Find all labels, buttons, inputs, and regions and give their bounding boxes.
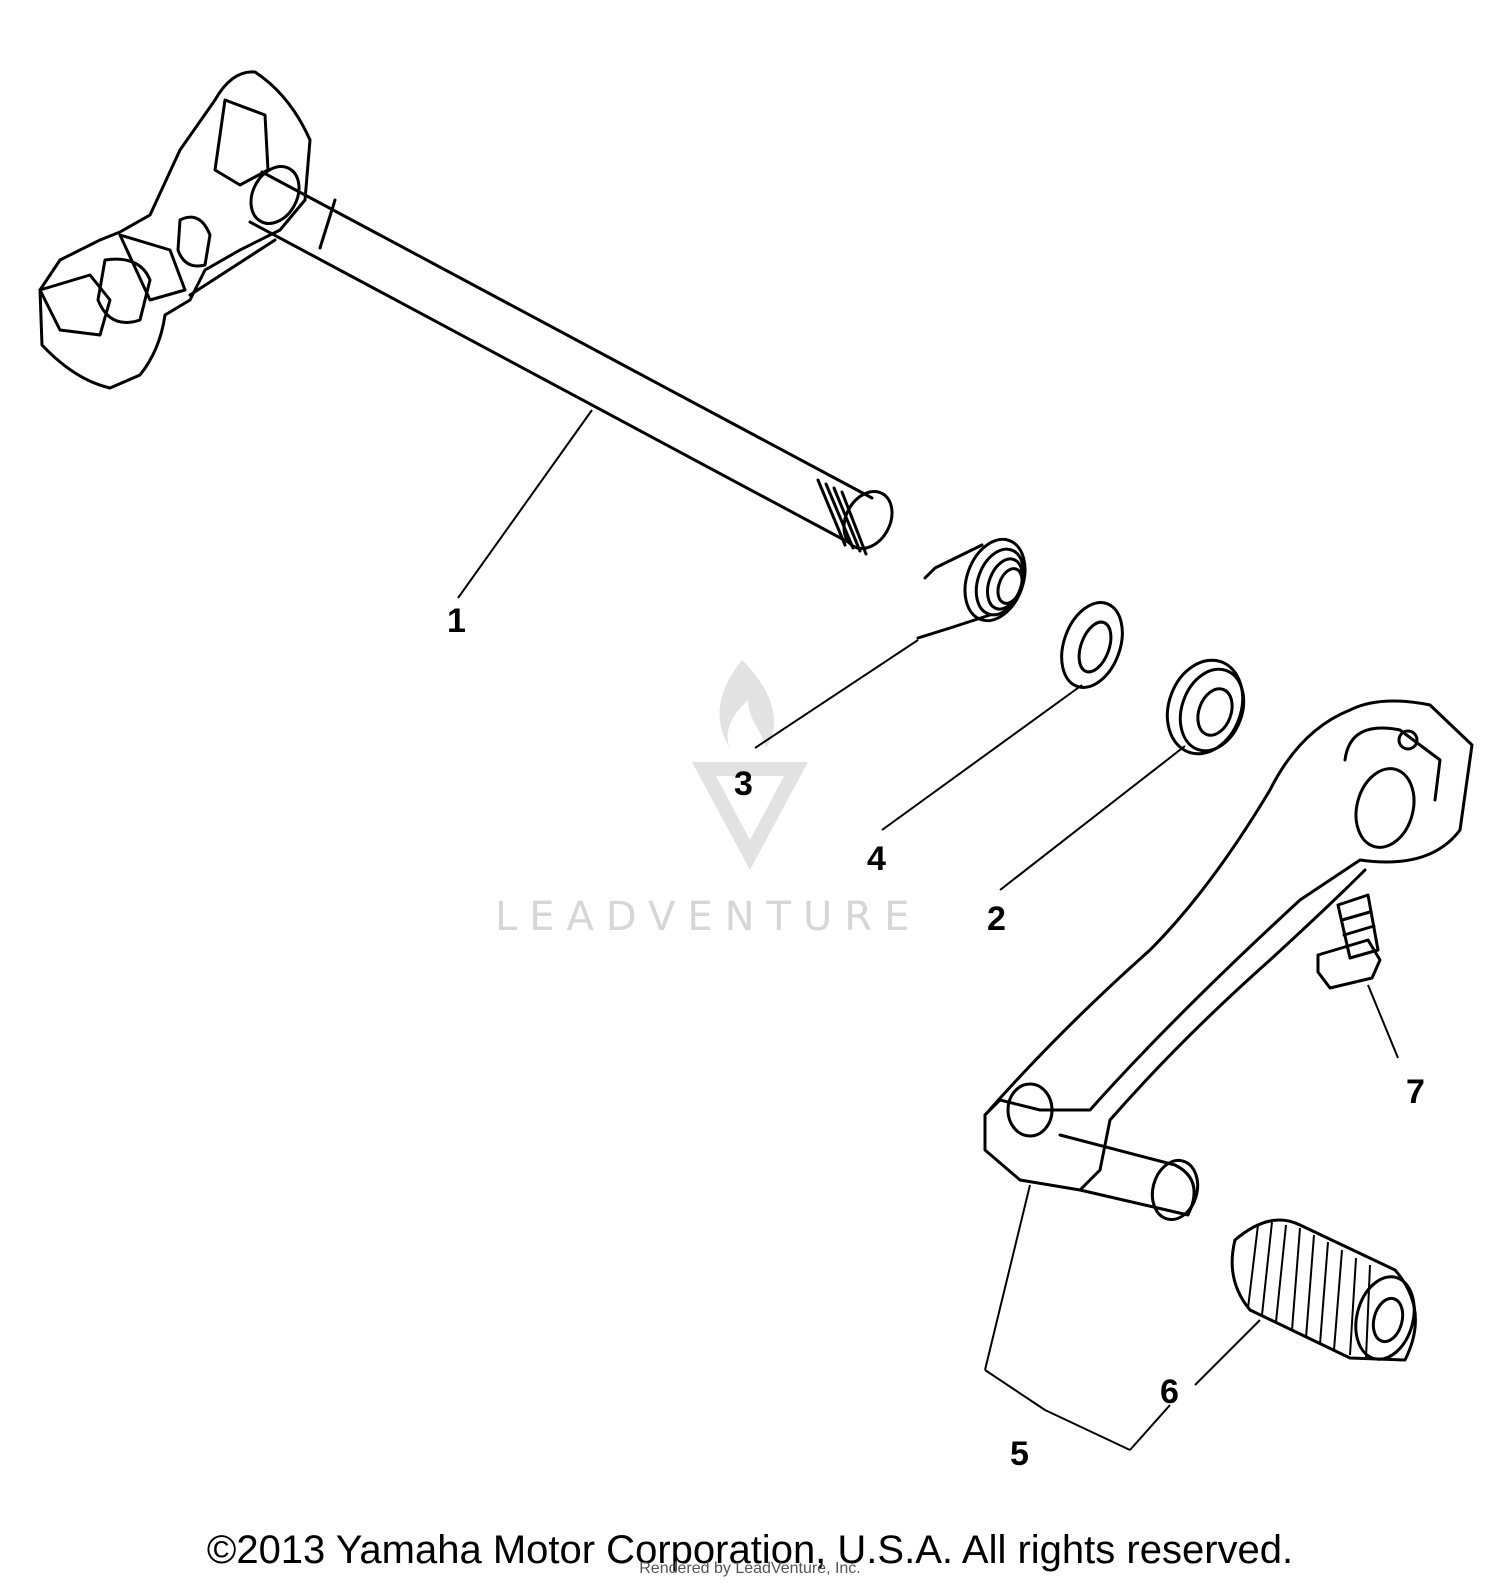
oil-seal-part-2 <box>999 658 1246 891</box>
flame-logo-icon <box>692 660 808 870</box>
callout-6: 6 <box>1160 1373 1179 1411</box>
leadventure-watermark: LEADVENTURE <box>495 660 921 940</box>
torsion-spring-part-3 <box>754 537 1027 749</box>
watermark-text: LEADVENTURE <box>495 894 921 940</box>
callout-5: 5 <box>1010 1435 1029 1473</box>
callout-labels: 1 2 3 4 5 6 7 <box>447 602 1425 1473</box>
copyright-notice: ©2013 Yamaha Motor Corporation, U.S.A. A… <box>206 1528 1294 1572</box>
callout-3: 3 <box>734 765 753 803</box>
shift-pedal-part-5 <box>983 699 1474 1411</box>
callout-4: 4 <box>867 840 886 878</box>
shift-shaft-part-1 <box>38 70 894 599</box>
bolt-part-7 <box>1316 893 1399 1059</box>
callout-2: 2 <box>987 900 1006 938</box>
pedal-rubber-part-6 <box>1044 1218 1417 1451</box>
washer-part-4 <box>881 601 1124 831</box>
callout-1: 1 <box>447 602 466 640</box>
callout-7: 7 <box>1406 1073 1425 1111</box>
rendered-by-note: Rendered by LeadVenture, Inc. <box>639 1560 861 1577</box>
